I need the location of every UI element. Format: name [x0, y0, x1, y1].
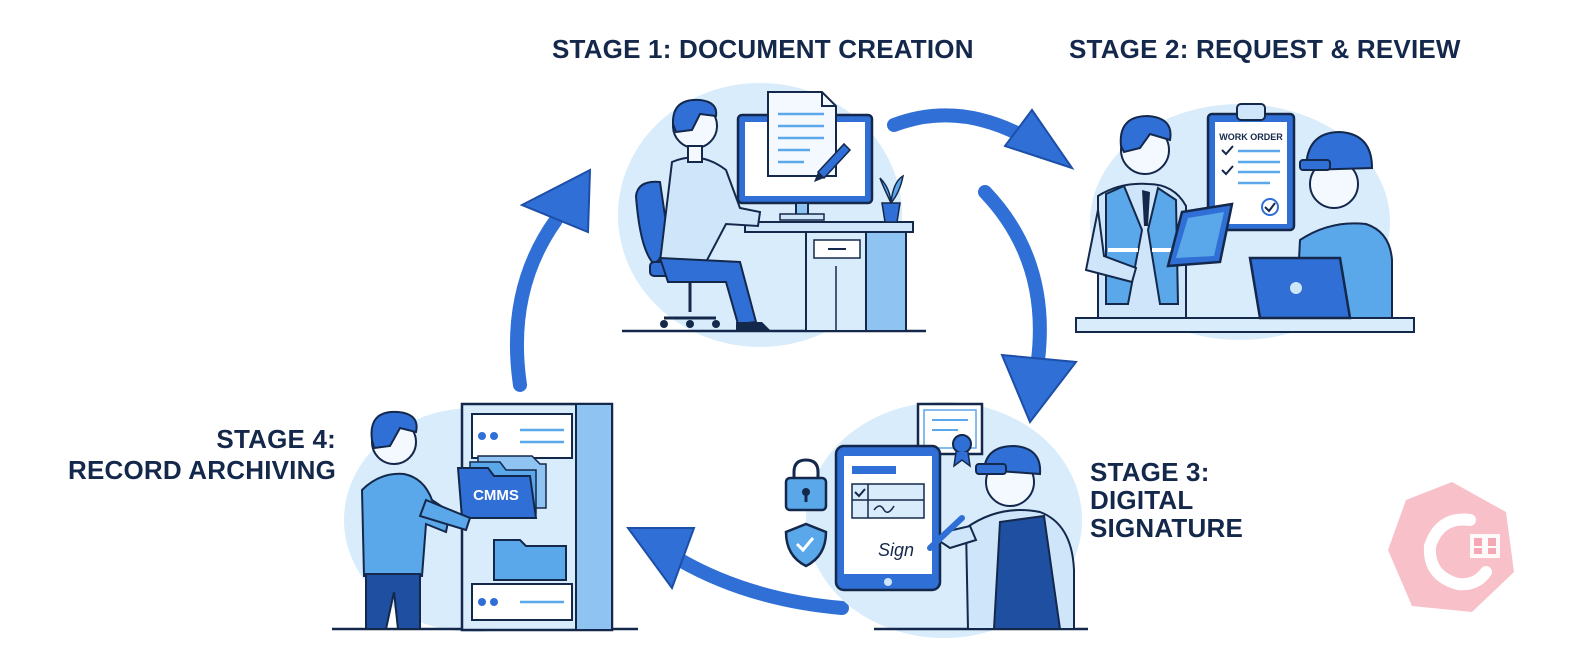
archivist-figure [360, 410, 472, 630]
office-worker-figure [658, 98, 770, 330]
arrow-stage4-to-stage1 [509, 168, 592, 392]
signing-tablet-icon: Sign [834, 444, 942, 592]
stage4-title: STAGE 4: RECORD ARCHIVING [60, 424, 336, 486]
arrow-stage2-to-stage3 [978, 185, 1078, 424]
stage2-title-text: STAGE 2: REQUEST & REVIEW [1069, 34, 1461, 64]
stage4-title-line2: RECORD ARCHIVING [67, 455, 336, 485]
work-order-clipboard-icon: WORK ORDER [1206, 103, 1296, 232]
tablet-icon [1166, 202, 1234, 268]
server-cabinet-icon [460, 402, 614, 632]
signer-figure [927, 444, 1075, 630]
cmms-folder-icon: CMMS [456, 455, 547, 519]
watermark-logo-icon [1388, 482, 1514, 612]
stage4-illustration: CMMS [332, 402, 638, 632]
stage1-title: STAGE 1: DOCUMENT CREATION [552, 34, 974, 64]
stage2-title: STAGE 2: REQUEST & REVIEW [1069, 34, 1461, 64]
plant-icon [879, 174, 905, 223]
stage4-title-line1: STAGE 4: [216, 424, 336, 454]
stage3-illustration: Sign [784, 402, 1088, 638]
shield-check-icon [784, 522, 828, 568]
padlock-icon [784, 458, 828, 512]
clipboard-title: WORK ORDER [1219, 132, 1283, 142]
signature-text: Sign [878, 540, 914, 560]
laptop-icon [1248, 256, 1352, 320]
document-icon [767, 91, 837, 177]
arrow-stage1-to-stage2 [887, 108, 1075, 170]
stage2-illustration: WORK ORDER [1075, 103, 1415, 340]
stage3-title: STAGE 3: DIGITAL SIGNATURE [1090, 458, 1243, 542]
folder-label: CMMS [473, 487, 519, 504]
stage1-illustration [618, 83, 926, 347]
pen-icon [814, 142, 852, 182]
certificate-icon [916, 402, 984, 468]
stage3-title-line3: SIGNATURE [1090, 513, 1243, 543]
stage3-title-line2: DIGITAL [1090, 485, 1194, 515]
stage1-title-text: STAGE 1: DOCUMENT CREATION [552, 34, 974, 64]
arrow-stage3-to-stage4 [626, 527, 849, 615]
stage3-title-line1: STAGE 3: [1090, 457, 1210, 487]
supervisor-figure [1084, 114, 1187, 319]
